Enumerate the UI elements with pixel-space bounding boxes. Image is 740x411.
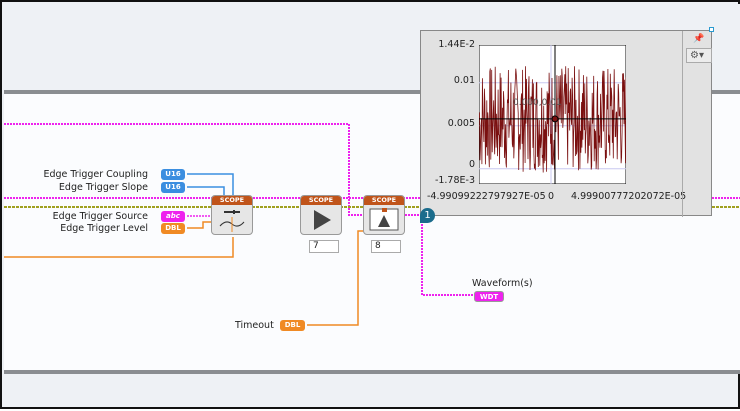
initiate-node[interactable]: SCOPE: [300, 195, 342, 235]
coupling-wire: [187, 173, 234, 197]
slope-wire: [187, 186, 225, 197]
pin-icon[interactable]: 📌: [693, 34, 705, 44]
timeout-wire: [307, 230, 364, 326]
coupling-constant[interactable]: U16: [161, 169, 185, 180]
source-label: Edge Trigger Source: [52, 211, 148, 222]
waveform-wire: [421, 215, 474, 296]
waveform-indicator[interactable]: WDT: [474, 291, 504, 302]
play-icon: [314, 210, 331, 230]
y-tick: -1.78E-3: [434, 175, 475, 186]
waveform-graph[interactable]: 1.44E-2 0.01 0.005 0 -1.78E-3 -4.9909922…: [420, 30, 712, 217]
cursor-point: [551, 115, 559, 123]
fetch-waveform-icon: [369, 208, 399, 231]
waveform-label: Waveform(s): [472, 278, 533, 289]
fetch-constant[interactable]: 8: [371, 240, 401, 253]
divider: [682, 31, 683, 217]
slope-constant[interactable]: U16: [161, 182, 185, 193]
node-header: SCOPE: [212, 196, 252, 205]
node-header: SCOPE: [364, 196, 404, 205]
coupling-label: Edge Trigger Coupling: [43, 169, 148, 180]
y-tick: 0: [468, 159, 475, 170]
level-label: Edge Trigger Level: [60, 223, 148, 234]
x-tick: 0: [548, 191, 555, 202]
timeout-label: Timeout: [235, 320, 274, 331]
slope-label: Edge Trigger Slope: [58, 182, 148, 193]
y-tick: 1.44E-2: [438, 39, 475, 50]
source-constant[interactable]: abc: [161, 211, 185, 222]
level-wire: [187, 221, 214, 229]
timeout-constant[interactable]: DBL: [280, 320, 305, 331]
trigger-config-icon: [219, 210, 245, 232]
y-tick: 0.005: [447, 118, 475, 129]
orange-wire: [4, 237, 234, 258]
settings-gear-button[interactable]: ⚙▾: [686, 48, 712, 63]
cursor-label: 0.000,0.01: [513, 98, 562, 108]
y-tick: 0.01: [453, 75, 475, 86]
x-tick: -4.99099222797927E-05: [427, 191, 546, 202]
initiate-constant[interactable]: 7: [309, 240, 339, 253]
x-tick: 4.99900777202072E-05: [571, 191, 687, 202]
waveform-plot: [479, 66, 626, 173]
level-constant[interactable]: DBL: [161, 223, 185, 234]
fetch-waveform-node[interactable]: SCOPE: [363, 195, 405, 235]
plot-area[interactable]: [479, 45, 626, 184]
step-badge: 1: [420, 208, 435, 223]
node-header: SCOPE: [301, 196, 341, 205]
resize-handle[interactable]: [709, 27, 714, 32]
configure-trigger-node[interactable]: SCOPE: [211, 195, 253, 235]
